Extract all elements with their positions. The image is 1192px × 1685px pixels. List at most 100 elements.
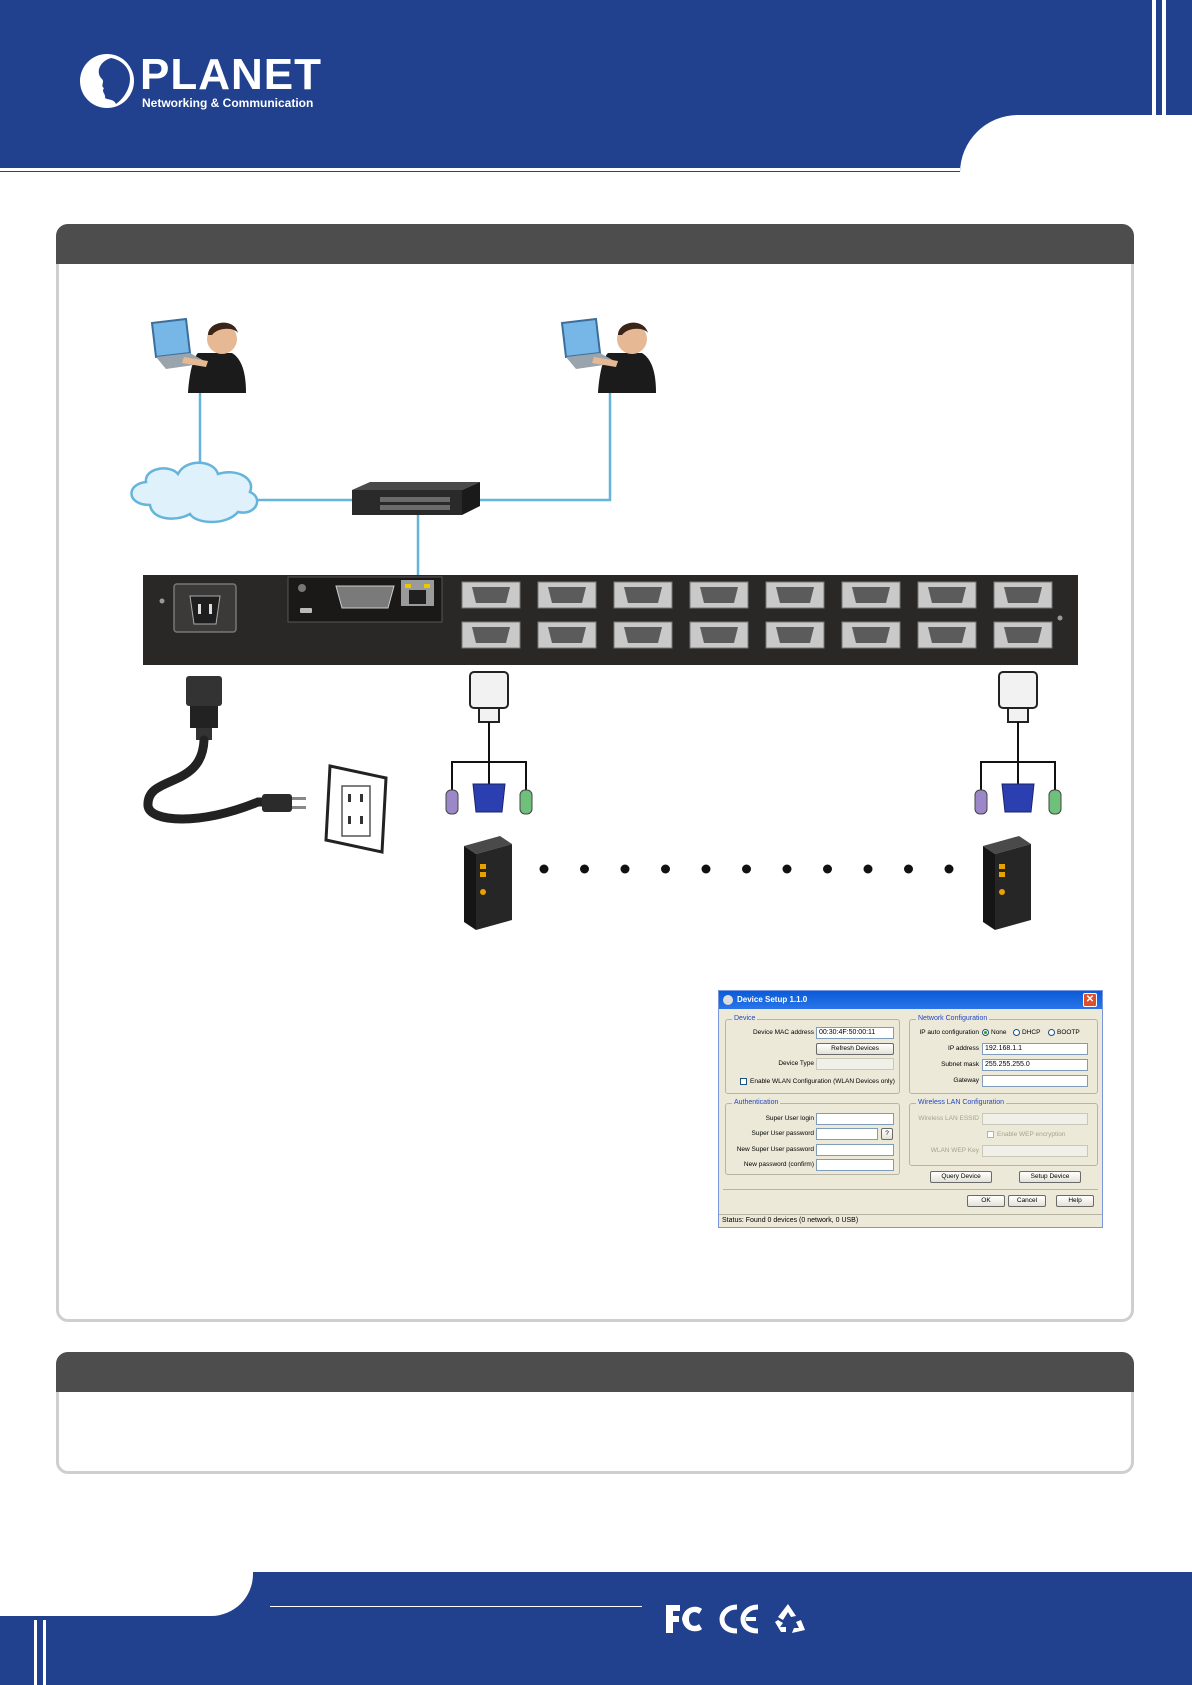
new-password-field[interactable] bbox=[816, 1144, 894, 1156]
ellipsis-dot bbox=[539, 864, 549, 874]
essid-label: Wireless LAN ESSID bbox=[918, 1115, 979, 1122]
wireless-legend: Wireless LAN Configuration bbox=[916, 1099, 1006, 1106]
wall-outlet-icon bbox=[324, 764, 388, 854]
network-config-group: Network Configuration bbox=[909, 1015, 1098, 1094]
radio-none[interactable] bbox=[982, 1029, 989, 1036]
computer-tower-icon bbox=[983, 836, 1031, 930]
radio-dhcp[interactable] bbox=[1013, 1029, 1020, 1036]
enable-wlan-label: Enable WLAN Configuration (WLAN Devices … bbox=[750, 1078, 895, 1085]
super-user-login-label: Super User login bbox=[765, 1115, 814, 1122]
ok-button[interactable]: OK bbox=[967, 1195, 1005, 1207]
vga-port bbox=[461, 581, 521, 609]
vga-plug-icon bbox=[1001, 783, 1035, 813]
footer-stripe bbox=[34, 1620, 37, 1685]
device-setup-dialog: Device Setup 1.1.0 ✕ Device Device MAC a… bbox=[718, 990, 1103, 1228]
ellipsis-dot bbox=[944, 864, 954, 874]
header-stripe bbox=[1162, 0, 1166, 118]
help-button[interactable]: Help bbox=[1056, 1195, 1094, 1207]
vga-connector-icon bbox=[998, 671, 1038, 709]
confirm-password-field[interactable] bbox=[816, 1159, 894, 1171]
vga-plug-icon bbox=[472, 783, 506, 813]
radio-bootp[interactable] bbox=[1048, 1029, 1055, 1036]
authentication-group: Authentication bbox=[725, 1099, 900, 1175]
network-cables bbox=[198, 392, 612, 585]
subnet-mask-label: Subnet mask bbox=[941, 1061, 979, 1068]
vga-port bbox=[461, 621, 521, 649]
brand-tagline: Networking & Communication bbox=[142, 96, 314, 110]
footer-stripe bbox=[43, 1620, 46, 1685]
password-help-button[interactable]: ? bbox=[881, 1128, 893, 1140]
vga-port bbox=[841, 621, 901, 649]
kvm-cable-set bbox=[445, 671, 533, 815]
diagram-panel bbox=[56, 224, 1134, 1322]
network-switch-icon bbox=[352, 482, 480, 515]
laptop-user-icon bbox=[150, 317, 246, 393]
new-password-label: New Super User password bbox=[736, 1146, 814, 1153]
super-user-password-label: Super User password bbox=[751, 1130, 815, 1137]
gateway-label: Gateway bbox=[953, 1077, 979, 1084]
close-icon[interactable]: ✕ bbox=[1083, 993, 1097, 1007]
refresh-devices-button[interactable]: Refresh Devices bbox=[816, 1043, 894, 1055]
laptop-user-icon bbox=[560, 317, 656, 393]
ellipsis-dot bbox=[863, 864, 873, 874]
super-user-password-field[interactable] bbox=[816, 1128, 878, 1140]
mac-address-field[interactable]: 00:30:4F:50:00:11 bbox=[816, 1027, 894, 1039]
header-corner-cutout bbox=[960, 115, 1192, 185]
vga-port bbox=[993, 581, 1053, 609]
fcc-mark-icon bbox=[666, 1605, 702, 1633]
vga-connector-icon bbox=[469, 671, 509, 709]
header-stripe bbox=[1152, 0, 1156, 118]
recycle-mark-icon bbox=[775, 1604, 805, 1633]
dialog-separator bbox=[723, 1189, 1098, 1190]
radio-dhcp-label: DHCP bbox=[1022, 1029, 1041, 1036]
footer-divider bbox=[270, 1606, 642, 1607]
essid-select[interactable] bbox=[982, 1113, 1088, 1125]
vga-port-grid bbox=[461, 581, 1053, 649]
wep-key-field[interactable] bbox=[982, 1145, 1088, 1157]
vga-port bbox=[765, 621, 825, 649]
computer-tower-icon bbox=[464, 836, 512, 930]
vga-port bbox=[613, 621, 673, 649]
ps2-connector-icon bbox=[445, 789, 459, 815]
ip-address-label: IP address bbox=[948, 1045, 979, 1052]
panel-title-bar bbox=[56, 1352, 1134, 1392]
ellipsis-dot bbox=[823, 864, 832, 874]
ps2-connector-icon bbox=[974, 789, 988, 815]
vga-port bbox=[841, 581, 901, 609]
query-device-button[interactable]: Query Device bbox=[930, 1171, 992, 1183]
ps2-connector-icon bbox=[519, 789, 533, 815]
gateway-field[interactable] bbox=[982, 1075, 1088, 1087]
dialog-status-bar: Status: Found 0 devices (0 network, 0 US… bbox=[719, 1214, 1102, 1227]
header-divider bbox=[0, 168, 960, 171]
power-cord-icon bbox=[143, 676, 306, 824]
enable-wlan-checkbox[interactable] bbox=[740, 1078, 747, 1085]
ellipsis-dot bbox=[904, 864, 913, 874]
kvm-rear-panel-icon bbox=[143, 575, 1078, 665]
device-type-field[interactable] bbox=[816, 1058, 894, 1070]
dialog-title-bar[interactable]: Device Setup 1.1.0 ✕ bbox=[719, 991, 1102, 1009]
vga-port bbox=[537, 581, 597, 609]
ellipsis-dot bbox=[620, 864, 630, 874]
wireless-config-group: Wireless LAN Configuration bbox=[909, 1099, 1098, 1166]
vga-port bbox=[613, 581, 673, 609]
subnet-mask-field[interactable]: 255.255.255.0 bbox=[982, 1059, 1088, 1071]
panel-title-bar bbox=[56, 224, 1134, 264]
ellipsis-dot bbox=[701, 864, 711, 874]
cancel-button[interactable]: Cancel bbox=[1008, 1195, 1046, 1207]
brand-name: PLANET bbox=[140, 50, 322, 99]
enable-wep-checkbox[interactable] bbox=[987, 1131, 994, 1138]
auth-legend: Authentication bbox=[732, 1099, 781, 1106]
mac-label: Device MAC address bbox=[752, 1029, 814, 1036]
ellipsis-dot bbox=[742, 864, 751, 874]
confirm-password-label: New password (confirm) bbox=[743, 1161, 814, 1168]
device-group: Device bbox=[725, 1015, 900, 1094]
ps2-connector-icon bbox=[1048, 789, 1062, 815]
enable-wep-label: Enable WEP encryption bbox=[997, 1131, 1066, 1138]
ellipsis-dots bbox=[539, 864, 954, 874]
setup-device-button[interactable]: Setup Device bbox=[1019, 1171, 1081, 1183]
super-user-login-field[interactable] bbox=[816, 1113, 894, 1125]
radio-bootp-label: BOOTP bbox=[1057, 1029, 1080, 1036]
ip-address-field[interactable]: 192.168.1.1 bbox=[982, 1043, 1088, 1055]
application-diagram bbox=[130, 317, 1078, 930]
footer-corner-cutout bbox=[0, 1558, 253, 1616]
